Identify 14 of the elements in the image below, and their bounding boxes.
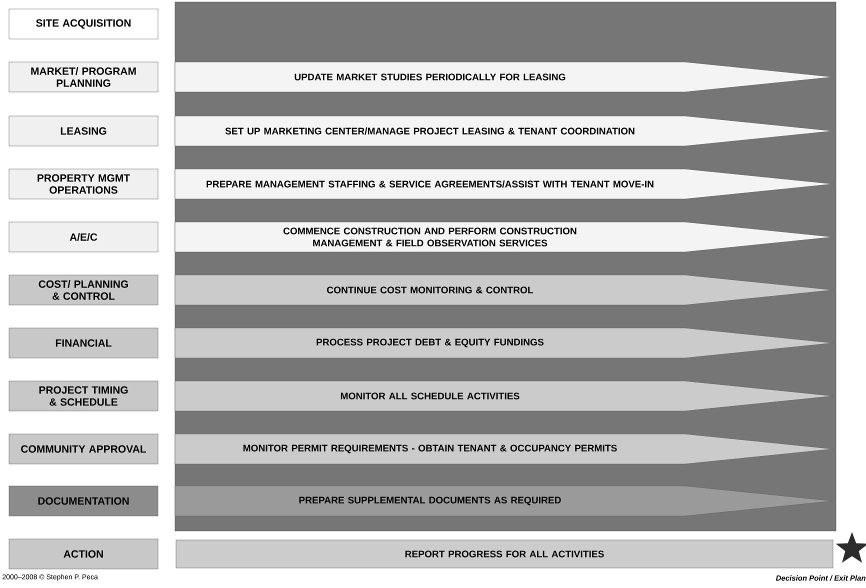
category-box: COST/ PLANNING & CONTROL — [8, 274, 158, 306]
category-box: ACTION — [8, 538, 158, 570]
category-box: FINANCIAL — [8, 328, 158, 358]
category-box: COMMUNITY APPROVAL — [8, 434, 158, 464]
category-box: MARKET/ PROGRAM PLANNING — [8, 62, 158, 92]
category-box: PROJECT TIMING & SCHEDULE — [8, 380, 158, 412]
category-box: DOCUMENTATION — [8, 486, 158, 516]
star-icon — [836, 532, 866, 563]
action-bar: REPORT PROGRESS FOR ALL ACTIVITIES — [176, 540, 834, 568]
category-box: SITE ACQUISITION — [8, 8, 158, 40]
arrow-band: UPDATE MARKET STUDIES PERIODICALLY FOR LEASING — [174, 62, 834, 92]
category-box: A/E/C — [8, 222, 158, 252]
category-box: LEASING — [8, 116, 158, 146]
category-box: PROPERTY MGMT OPERATIONS — [8, 168, 158, 200]
